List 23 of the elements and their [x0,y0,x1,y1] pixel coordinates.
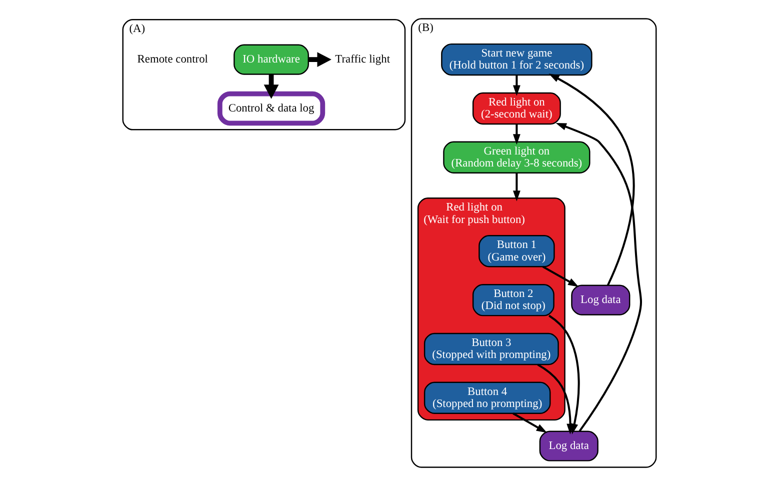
node-box: Button 4 (Stopped no prompting) [424,381,551,414]
node-box: Control & data log [217,90,326,126]
node-text: Traffic light [335,53,390,66]
node-box: Button 3 (Stopped with prompting) [424,332,559,365]
arrow [512,123,520,144]
arrow [548,73,635,286]
node-box: Log data [571,284,630,315]
node-box: IO hardware [234,44,309,74]
arrow [512,412,548,432]
node-box: Green light on (Random delay 3-8 seconds) [443,140,590,173]
node-box: Red light on (2-second wait) [472,92,561,124]
arrow [556,122,642,432]
arrow [264,74,279,98]
arrow [537,363,574,434]
node-box: Button 2 (Did not stop) [472,283,554,316]
arrow [512,74,520,96]
arrow [542,265,579,286]
arrow [308,52,332,67]
arrow [512,172,520,201]
node-box: Button 1 (Game over) [478,234,555,267]
node-box: Start new game (Hold button 1 for 2 seconds) [441,42,592,76]
node-box: Log data [539,430,598,461]
node-text: Remote control [137,53,208,66]
